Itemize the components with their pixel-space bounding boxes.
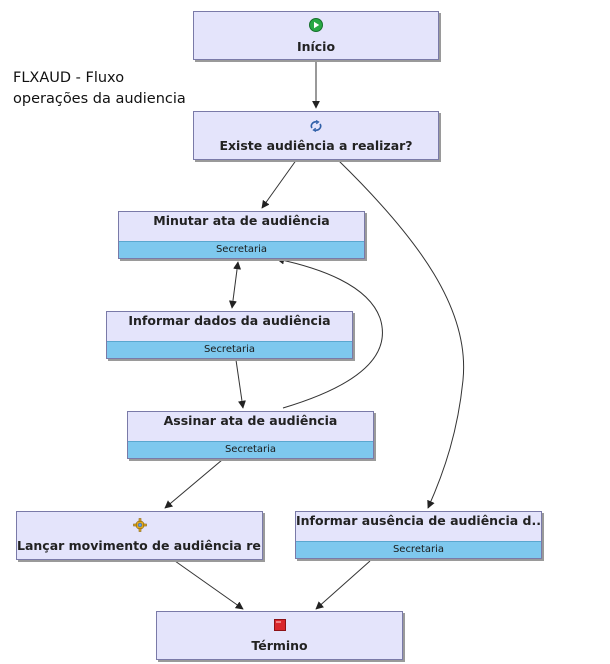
node-lancar[interactable]: Lançar movimento de audiência re... bbox=[16, 511, 263, 560]
node-informar-ausencia[interactable]: Informar ausência de audiência d... Secr… bbox=[295, 511, 542, 559]
node-assinar-label: Assinar ata de audiência bbox=[163, 413, 338, 428]
edge-assinar-lancar bbox=[164, 459, 223, 509]
edge-ausencia-end bbox=[315, 560, 371, 610]
node-informar-ausencia-label: Informar ausência de audiência d... bbox=[296, 513, 541, 528]
node-decision[interactable]: Existe audiência a realizar? bbox=[193, 111, 439, 160]
node-start-label: Início bbox=[296, 39, 336, 54]
gear-icon bbox=[132, 518, 147, 532]
node-informar-ausencia-lane: Secretaria bbox=[296, 541, 541, 558]
edge-assinar-minutar bbox=[276, 256, 383, 409]
flow-title: FLXAUD - Fluxo operações da audiencia bbox=[13, 70, 186, 107]
node-end[interactable]: Término bbox=[156, 611, 403, 660]
node-decision-label: Existe audiência a realizar? bbox=[219, 138, 413, 153]
end-icon bbox=[273, 619, 286, 631]
edge-informar-assinar bbox=[235, 359, 246, 409]
edge-minutar-informar bbox=[228, 261, 242, 309]
node-end-label: Término bbox=[251, 638, 308, 653]
node-assinar[interactable]: Assinar ata de audiência Secretaria bbox=[127, 411, 374, 459]
node-minutar-label: Minutar ata de audiência bbox=[153, 213, 330, 228]
node-informar-dados-label: Informar dados da audiência bbox=[128, 313, 331, 328]
edge-decision-ausencia bbox=[337, 159, 465, 509]
node-informar-dados-lane: Secretaria bbox=[107, 341, 352, 358]
node-start[interactable]: Início bbox=[193, 11, 439, 60]
decision-icon bbox=[310, 119, 322, 133]
start-icon bbox=[309, 18, 323, 32]
node-minutar[interactable]: Minutar ata de audiência Secretaria bbox=[118, 211, 365, 259]
node-informar-dados[interactable]: Informar dados da audiência Secretaria bbox=[106, 311, 353, 359]
node-minutar-lane: Secretaria bbox=[119, 241, 364, 258]
edge-lancar-end bbox=[174, 560, 244, 610]
node-assinar-lane: Secretaria bbox=[128, 441, 373, 458]
node-lancar-label: Lançar movimento de audiência re... bbox=[17, 538, 262, 553]
edge-decision-minutar bbox=[261, 158, 298, 209]
